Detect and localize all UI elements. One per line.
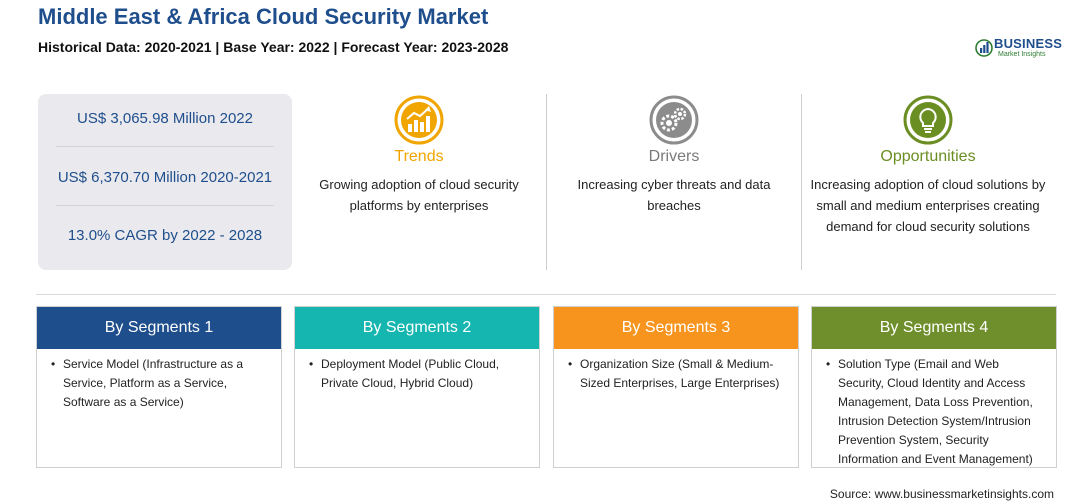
logo-name: BUSINESS [994,36,1063,51]
source-note: Source: www.businessmarketinsights.com [829,487,1054,501]
drivers-heading: Drivers [648,148,700,165]
segment-3-title: By Segments 3 [554,307,798,349]
page-title: Middle East & Africa Cloud Security Mark… [38,4,489,29]
logo-tagline: Market Insights [998,51,1046,58]
drivers-column: Drivers Increasing cyber threats and dat… [554,94,794,216]
column-divider [546,94,547,270]
gears-icon [649,95,699,145]
segment-card-3: By Segments 3 Organization Size (Small &… [553,306,799,468]
stat-cagr: 13.0% CAGR by 2022 - 2028 [67,227,263,244]
segment-card-2: By Segments 2 Deployment Model (Public C… [294,306,540,468]
logo-globe-icon [975,39,993,57]
segment-2-title: By Segments 2 [295,307,539,349]
stats-panel: US$ 3,065.98 Million 2022 US$ 6,370.70 M… [38,94,292,270]
opportunities-column: Opportunities Increasing adoption of clo… [808,94,1048,237]
trends-heading: Trends [394,148,444,165]
column-divider [801,94,802,270]
opportunities-text: Increasing adoption of cloud solutions b… [810,177,1046,234]
trends-text: Growing adoption of cloud security platf… [319,177,519,213]
segment-4-item: Solution Type (Email and Web Security, C… [826,355,1048,469]
page-subtitle: Historical Data: 2020-2021 | Base Year: … [38,39,509,55]
stat-divider [56,205,274,206]
trends-column: Trends Growing adoption of cloud securit… [299,94,539,216]
segment-2-item: Deployment Model (Public Cloud, Private … [309,355,531,393]
chart-up-icon [394,95,444,145]
opportunities-heading: Opportunities [880,148,976,165]
stat-market-size-historical: US$ 6,370.70 Million 2020-2021 [57,169,273,186]
section-divider [36,294,1056,295]
lightbulb-icon [903,95,953,145]
stat-market-size-2022: US$ 3,065.98 Million 2022 [77,110,253,127]
company-logo: BUSINESS Market Insights [974,36,1064,60]
segment-1-item: Service Model (Infrastructure as a Servi… [51,355,273,412]
segment-1-title: By Segments 1 [37,307,281,349]
drivers-text: Increasing cyber threats and data breach… [577,177,771,213]
stat-divider [56,146,274,147]
segment-card-1: By Segments 1 Service Model (Infrastruct… [36,306,282,468]
segment-card-4: By Segments 4 Solution Type (Email and W… [811,306,1057,468]
segment-4-title: By Segments 4 [812,307,1056,349]
segment-3-item: Organization Size (Small & Medium-Sized … [568,355,790,393]
